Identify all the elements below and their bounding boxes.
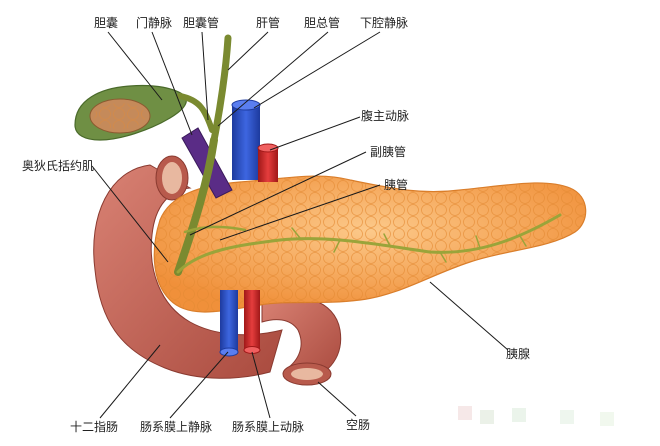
gallbladder [74,84,187,141]
label-superior-mesenteric-artery: 肠系膜上动脉 [232,419,304,434]
label-accessory-pancreatic-duct: 副胰管 [370,144,406,159]
superior-mesenteric-artery [243,290,261,354]
jejunum [261,295,342,386]
label-abdominal-aorta: 腹主动脉 [361,108,409,123]
superior-mesenteric-vein [219,290,239,357]
inferior-vena-cava [231,99,261,180]
abdominal-aorta [257,143,279,182]
label-portal-vein: 门静脉 [136,15,172,30]
label-pancreatic-duct: 胰管 [384,177,408,192]
label-jejunum: 空肠 [346,418,370,432]
label-inferior-vena-cava: 下腔静脉 [360,15,408,30]
label-common-bile-duct: 胆总管 [304,15,340,30]
labels: 胆囊 门静脉 胆囊管 肝管 胆总管 下腔静脉 腹主动脉 副胰管 奥狄氏括约肌 胰… [22,15,530,434]
label-superior-mesenteric-vein: 肠系膜上静脉 [140,419,212,434]
leader-lines [91,31,509,419]
label-hepatic-duct: 肝管 [256,15,280,30]
watermark [458,406,614,426]
label-sphincter-of-oddi: 奥狄氏括约肌 [22,158,94,173]
label-duodenum: 十二指肠 [70,419,118,434]
bile-ducts [174,34,562,276]
label-pancreas: 胰腺 [506,347,530,361]
duodenum [93,155,283,379]
label-cystic-duct: 胆囊管 [183,15,219,30]
label-gallbladder: 胆囊 [94,15,118,30]
